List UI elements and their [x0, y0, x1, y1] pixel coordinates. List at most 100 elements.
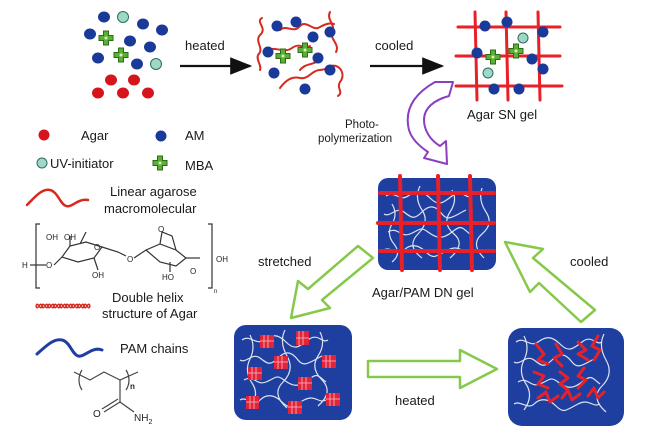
cooled-step-top: cooled — [370, 38, 445, 75]
chem-label-n: n — [130, 382, 135, 391]
uv-initiator-molecule — [117, 11, 129, 23]
stretched-step: stretched — [258, 244, 375, 320]
down-left-arrow-icon — [289, 244, 375, 320]
legend-label-pam-chains: PAM chains — [120, 341, 189, 356]
legend-label-am: AM — [185, 128, 205, 143]
agar-molecule — [128, 74, 140, 86]
agar-molecule — [92, 87, 104, 99]
am-molecule — [84, 28, 96, 40]
am-molecule — [501, 16, 513, 28]
agarose-chain — [256, 17, 264, 71]
heated-solution — [256, 11, 344, 97]
uv-initiator-molecules — [117, 11, 162, 70]
photo-label-line2: polymerization — [318, 133, 392, 145]
helix-cluster — [274, 356, 288, 369]
am-molecule — [137, 18, 149, 30]
chem-label-oh: OH — [92, 271, 104, 280]
legend: Agar AM UV-initiator MBA Linear agarose … — [22, 128, 228, 426]
am-molecule — [290, 16, 302, 28]
legend-item-double-helix: Double helix structure of Agar — [35, 290, 198, 321]
am-molecule — [471, 47, 483, 59]
am-molecules — [262, 16, 336, 95]
am-molecule — [488, 83, 500, 95]
am-molecule — [537, 63, 549, 75]
heated-step-bottom: heated — [366, 348, 499, 408]
helix-cluster — [298, 377, 312, 390]
stretched-gel — [234, 325, 352, 420]
legend-item-pam-chains: PAM chains — [35, 338, 189, 358]
chem-label-nh2: NH2 — [134, 413, 152, 426]
subscript-2: 2 — [148, 419, 152, 426]
chem-label-o: O — [158, 225, 164, 234]
agar-sn-gel: Agar SN gel — [454, 10, 564, 122]
uv-initiator-molecule — [150, 58, 162, 70]
cooled-label-top: cooled — [375, 38, 413, 53]
chem-label-h: H — [22, 261, 28, 270]
denatured-agar-chains — [532, 334, 606, 404]
am-molecule — [156, 24, 168, 36]
mba-molecule — [113, 47, 129, 63]
chem-label-oh: OH — [46, 233, 58, 242]
nh-text: NH — [134, 413, 148, 424]
legend-item-mba: MBA — [152, 155, 214, 173]
helix-cluster — [248, 367, 262, 380]
am-molecule — [144, 41, 156, 53]
agar-pam-dn-gel: Agar/PAM DN gel — [372, 174, 496, 300]
mba-molecule — [275, 48, 291, 64]
cooled-step-right: cooled — [503, 240, 608, 324]
uv-initiator-swatch-icon — [36, 157, 48, 169]
agarose-chemical-labels: OH OH O H O OH O O HO O OH n — [22, 225, 228, 295]
legend-item-uv-initiator: UV-initiator — [36, 156, 114, 171]
am-molecule — [537, 26, 549, 38]
pam-network-texture — [239, 329, 329, 409]
am-molecules — [84, 11, 168, 70]
helix-cluster — [322, 355, 336, 368]
mba-molecule — [98, 30, 114, 46]
legend-label-uv-initiator: UV-initiator — [50, 156, 114, 171]
am-molecule — [479, 20, 491, 32]
pam-chemical-labels: n O NH2 — [93, 382, 152, 426]
pam-network-texture — [513, 333, 610, 413]
agar-swatch-icon — [38, 129, 50, 141]
am-molecule — [312, 52, 324, 64]
chem-label-ho: HO — [162, 273, 174, 282]
photopolymerization-step: Photo- polymerization — [318, 81, 454, 165]
am-molecule — [271, 20, 283, 32]
agarose-chain-swatch-icon — [25, 188, 90, 208]
up-left-arrow-icon — [503, 240, 597, 324]
chem-label-oh: OH — [64, 233, 76, 242]
initial-mixture — [84, 11, 168, 99]
stretched-label: stretched — [258, 254, 311, 269]
am-molecule — [98, 11, 110, 23]
agar-sn-gel-label: Agar SN gel — [467, 107, 537, 122]
am-molecule — [262, 46, 274, 58]
am-molecule — [324, 26, 336, 38]
agar-molecules — [92, 74, 154, 99]
helix-cluster — [288, 401, 302, 414]
am-molecule — [268, 67, 280, 79]
helix-cluster — [260, 335, 274, 348]
am-swatch-icon — [155, 130, 167, 142]
legend-label-agar: Agar — [81, 128, 109, 143]
am-molecule — [131, 58, 143, 70]
cooled-label-right: cooled — [570, 254, 608, 269]
heated-label-top: heated — [185, 38, 225, 53]
chem-label-o: O — [93, 409, 101, 420]
legend-item-linear-agarose: Linear agarose macromolecular — [25, 184, 197, 216]
agar-molecule — [105, 74, 117, 86]
am-molecule — [299, 83, 311, 95]
helix-cluster-texture — [246, 331, 340, 414]
double-helix-swatch-icon — [35, 303, 91, 309]
legend-item-agar: Agar — [38, 128, 109, 143]
heated-step-top: heated — [180, 38, 253, 75]
am-molecule — [307, 31, 319, 43]
curved-arrow-icon — [406, 81, 454, 165]
chem-label-o: O — [46, 261, 52, 270]
photo-label-line1: Photo- — [345, 119, 379, 131]
am-molecule — [513, 83, 525, 95]
am-molecule — [92, 52, 104, 64]
legend-label-mba: MBA — [185, 158, 214, 173]
agar-pam-dn-gel-label: Agar/PAM DN gel — [372, 285, 474, 300]
agarose-chain — [279, 22, 335, 31]
